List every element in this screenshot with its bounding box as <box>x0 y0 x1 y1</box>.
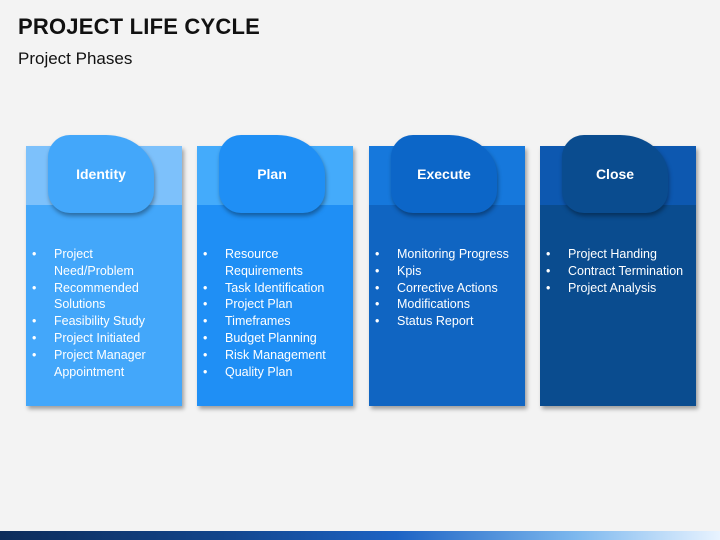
phase-item: Quality Plan <box>201 364 345 381</box>
phase-item: Status Report <box>373 313 517 330</box>
phase-tab-close: Close <box>562 135 668 213</box>
phase-item-list: Resource RequirementsTask Identification… <box>201 246 345 380</box>
phase-item: Monitoring Progress <box>373 246 517 263</box>
phase-item: Modifications <box>373 296 517 313</box>
phase-item: Contract Termination <box>544 263 688 280</box>
phase-item: Task Identification <box>201 280 345 297</box>
phase-tab-label: Plan <box>257 166 287 182</box>
page-subtitle: Project Phases <box>18 49 133 68</box>
phase-item: Project Initiated <box>30 330 174 347</box>
phase-item: Project Need/Problem <box>30 246 174 280</box>
phase-tab-label: Identity <box>76 166 126 182</box>
phase-tab-label: Close <box>595 166 635 182</box>
phase-item-list: Monitoring ProgressKpisCorrective Action… <box>373 246 517 330</box>
phase-item: Risk Management <box>201 347 345 364</box>
phase-item: Recommended Solutions <box>30 280 174 314</box>
phase-item-list: Project HandingContract TerminationProje… <box>544 246 688 296</box>
bottom-accent-bar <box>0 531 720 540</box>
phase-item: Project Manager Appointment <box>30 347 174 381</box>
phase-item-list: Project Need/ProblemRecommended Solution… <box>30 246 174 380</box>
phase-item: Kpis <box>373 263 517 280</box>
phase-card-body <box>540 205 696 406</box>
phase-tab-plan: Plan <box>219 135 325 213</box>
phase-tab-execute: Execute <box>391 135 497 213</box>
phase-item: Budget Planning <box>201 330 345 347</box>
phase-item: Corrective Actions <box>373 280 517 297</box>
phase-item: Project Analysis <box>544 280 688 297</box>
phase-item: Project Plan <box>201 296 345 313</box>
phase-item: Project Handing <box>544 246 688 263</box>
phase-item: Resource Requirements <box>201 246 345 280</box>
phase-item: Feasibility Study <box>30 313 174 330</box>
phase-tab-label: Execute <box>417 166 471 182</box>
phase-item: Timeframes <box>201 313 345 330</box>
phase-card-identity: Project Need/ProblemRecommended Solution… <box>26 146 182 406</box>
page-title: PROJECT LIFE CYCLE <box>18 14 260 39</box>
phase-tab-identity: Identity <box>48 135 154 213</box>
